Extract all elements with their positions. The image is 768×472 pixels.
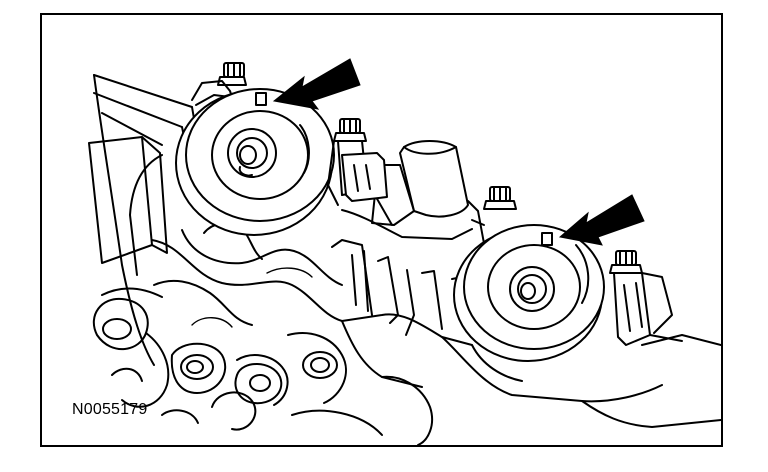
arrow-upper-sprocket [272, 58, 361, 110]
engine-camshaft-illustration [88, 58, 721, 445]
figure-id-label: N0055179 [72, 401, 148, 418]
camshaft-sprocket-upper [175, 62, 335, 236]
mesh-panel [88, 136, 168, 264]
camshaft-sprocket-lower [453, 186, 605, 362]
oil-control-solenoid [341, 140, 473, 240]
engine-block-casting [101, 221, 721, 445]
figure-frame: N0055179 [40, 13, 723, 447]
arrow-lower-sprocket [558, 194, 645, 246]
lower-bolt-bracket [609, 250, 683, 346]
upper-bolt-bracket [327, 118, 388, 206]
lower-bore-shapes [92, 297, 338, 431]
